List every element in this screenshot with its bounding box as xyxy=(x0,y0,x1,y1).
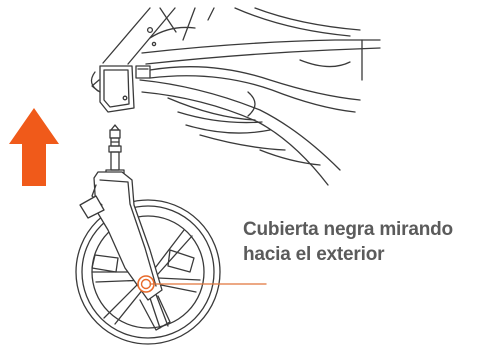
callout-label: Cubierta negra mirando hacia el exterior xyxy=(243,217,453,267)
up-arrow-icon xyxy=(9,108,59,186)
callout-line-2: hacia el exterior xyxy=(243,244,385,265)
stroller-frame xyxy=(90,7,381,186)
wheel-fork xyxy=(79,171,171,331)
wheel-pin xyxy=(105,124,125,177)
callout-line-1: Cubierta negra mirando xyxy=(243,219,453,240)
